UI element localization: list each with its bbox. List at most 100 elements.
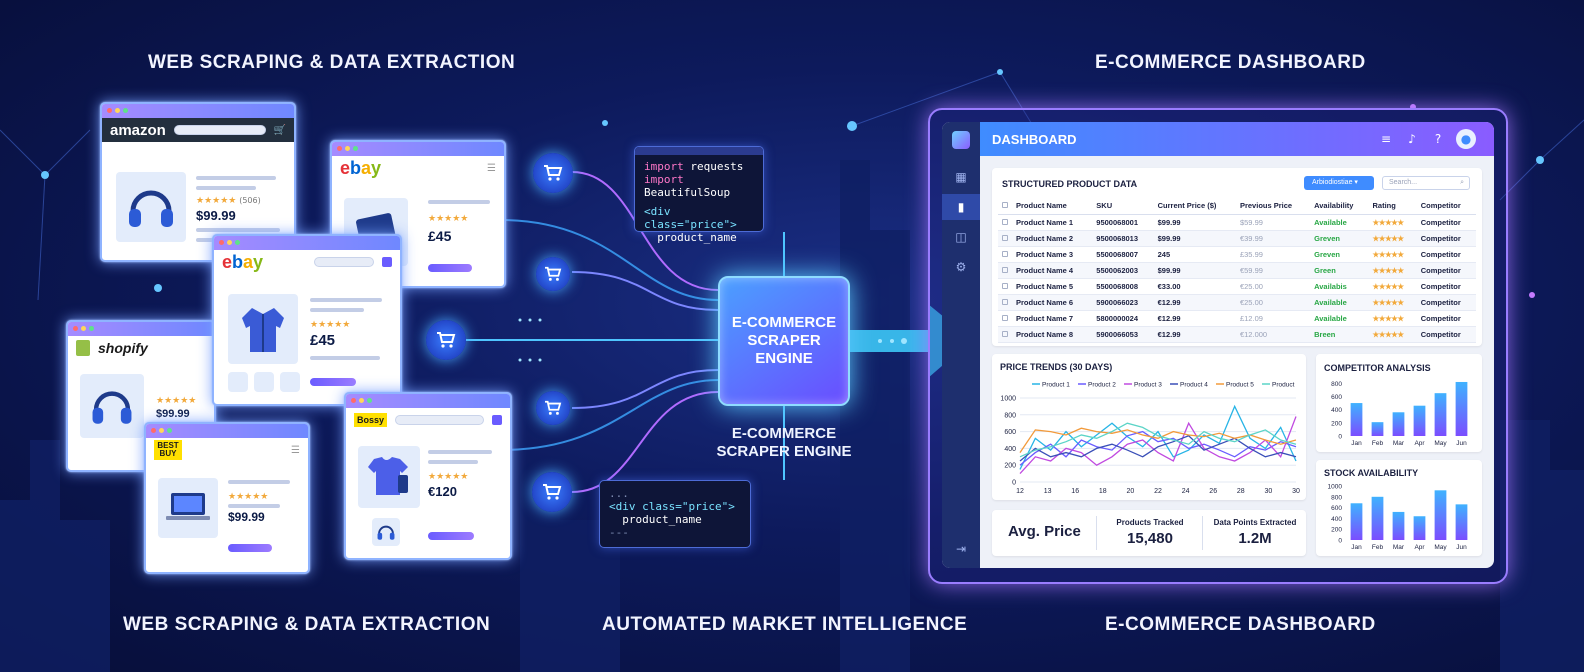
settings-gear-icon[interactable]: ⚙ <box>955 260 967 274</box>
search-input[interactable]: Search...⌕ <box>1382 176 1470 190</box>
table-cell: $99.99 <box>1153 230 1236 247</box>
shopping-cart-icon <box>536 391 570 425</box>
x-tick-label: Jun <box>1456 440 1467 447</box>
headphones-image <box>116 172 186 242</box>
table-cell: Green <box>1310 262 1369 279</box>
search-input[interactable] <box>395 415 484 425</box>
x-tick-label: Jan <box>1351 544 1362 551</box>
x-tick-label: Apr <box>1414 440 1425 447</box>
table-cell: 5500068008 <box>1092 278 1154 295</box>
bell-icon[interactable]: ♪ <box>1408 132 1416 146</box>
rating-stars: ★★★★★ <box>428 214 469 224</box>
ebay-mid-price: £45 <box>310 332 336 349</box>
y-tick-label: 400 <box>1004 446 1016 453</box>
product-table: Product Name SKU Current Price ($) Previ… <box>998 198 1476 343</box>
analytics-icon[interactable]: ◫ <box>955 230 967 244</box>
row-checkbox-cell <box>998 262 1012 279</box>
thumb-image[interactable] <box>280 372 300 392</box>
table-cell: Product Name 4 <box>1012 262 1093 279</box>
grid-icon[interactable]: ▦ <box>955 170 967 184</box>
y-tick-label: 800 <box>1331 381 1342 388</box>
x-tick-label: 30 <box>1265 488 1273 495</box>
scraper-engine-chip: E-COMMERCE SCRAPER ENGINE <box>718 276 850 406</box>
x-tick-label: 16 <box>1071 488 1079 495</box>
row-checkbox-cell <box>998 310 1012 327</box>
x-tick-label: May <box>1434 544 1447 551</box>
product-data-card: STRUCTURED PRODUCT DATA Arbiodiostiae ▾ … <box>992 168 1482 346</box>
filter-dropdown[interactable]: Arbiodiostiae ▾ <box>1304 176 1374 190</box>
buy-button[interactable] <box>310 378 356 386</box>
bar <box>1350 503 1363 540</box>
table-cell: $99.99 <box>1153 214 1236 231</box>
table-cell: Available <box>1310 294 1369 311</box>
column-header[interactable]: Current Price ($) <box>1153 198 1236 215</box>
search-input[interactable] <box>314 257 374 267</box>
table-cell: €25.00 <box>1235 294 1311 311</box>
shopify-logo: shopify <box>98 340 148 356</box>
buy-button[interactable] <box>228 544 272 552</box>
row-checkbox[interactable] <box>1002 266 1008 273</box>
y-tick-label: 200 <box>1331 527 1342 534</box>
footer-market-intelligence: AUTOMATED MARKET INTELLIGENCE <box>602 614 968 635</box>
search-icon[interactable] <box>382 257 392 267</box>
table-cell: €59.99 <box>1235 262 1311 279</box>
row-checkbox[interactable] <box>1002 330 1008 337</box>
cart-icon[interactable]: 🛒 <box>273 124 286 136</box>
row-checkbox[interactable] <box>1002 234 1008 241</box>
search-icon[interactable] <box>492 415 502 425</box>
bossy-window: Bossy ★★★★★ €120 <box>344 392 512 560</box>
filter-icon[interactable]: ≡ <box>1380 132 1392 146</box>
select-all-checkbox[interactable] <box>1002 202 1008 209</box>
table-cell: ★★★★★ <box>1368 262 1417 279</box>
thumb-image[interactable] <box>228 372 248 392</box>
table-cell: 5900066053 <box>1092 326 1154 343</box>
bestbuy-window: BEST BUY ☰ ★★★★★ $99.99 <box>144 422 310 574</box>
row-checkbox[interactable] <box>1002 298 1008 305</box>
buy-button[interactable] <box>428 532 474 540</box>
menu-icon[interactable]: ☰ <box>291 444 300 456</box>
row-checkbox[interactable] <box>1002 250 1008 257</box>
column-header[interactable]: Competitor <box>1416 198 1476 215</box>
table-cell: Product Name 2 <box>1012 230 1093 247</box>
column-header[interactable]: Availability <box>1310 198 1369 215</box>
column-header[interactable]: Previous Price <box>1235 198 1311 215</box>
table-cell: €12.99 <box>1153 326 1236 343</box>
buy-button[interactable] <box>428 264 472 272</box>
menu-icon[interactable]: ☰ <box>487 162 496 174</box>
bar <box>1434 490 1447 540</box>
x-tick-label: 30 <box>1292 488 1300 495</box>
table-header-row: Product Name SKU Current Price ($) Previ… <box>998 198 1476 215</box>
table-cell: ★★★★★ <box>1368 294 1417 311</box>
shopify-price: $99.99 <box>156 408 190 420</box>
column-header[interactable]: SKU <box>1092 198 1154 215</box>
y-tick-label: 600 <box>1004 429 1016 436</box>
bar-chart-icon[interactable]: ▮ <box>957 200 965 214</box>
logout-icon[interactable]: ⇥ <box>955 542 967 556</box>
column-header[interactable]: Product Name <box>1012 198 1093 215</box>
table-cell: $59.99 <box>1235 214 1311 231</box>
row-checkbox[interactable] <box>1002 282 1008 289</box>
user-avatar-icon[interactable]: ● <box>1456 129 1476 149</box>
y-tick-label: 0 <box>1338 538 1342 545</box>
thumb-image[interactable] <box>254 372 274 392</box>
legend-label: Product 3 <box>1134 382 1162 389</box>
row-checkbox-cell <box>998 294 1012 311</box>
x-tick-label: 24 <box>1182 488 1190 495</box>
code-snippet-top: import requests import BeautifulSoup <di… <box>634 146 764 244</box>
row-checkbox[interactable] <box>1002 218 1008 225</box>
bar <box>1434 393 1447 436</box>
help-icon[interactable]: ? <box>1434 132 1442 146</box>
shopify-bag-icon <box>76 340 90 356</box>
search-input[interactable] <box>173 125 266 135</box>
row-checkbox[interactable] <box>1002 314 1008 321</box>
column-header[interactable]: Rating <box>1368 198 1417 215</box>
